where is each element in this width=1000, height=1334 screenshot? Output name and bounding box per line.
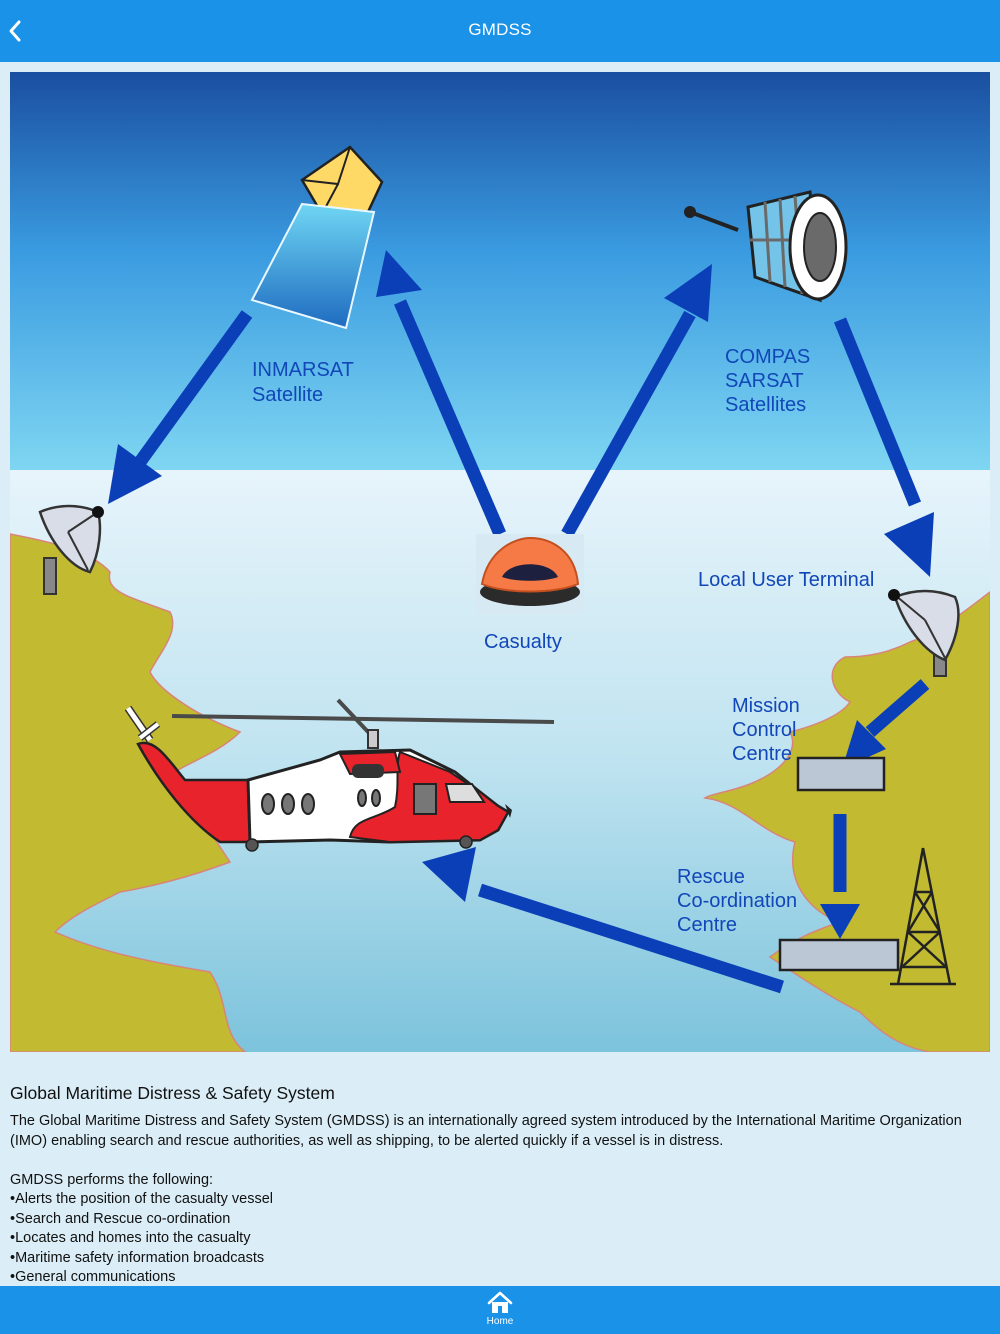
list-item: Search and Rescue co-ordination	[10, 1210, 990, 1230]
rescue-coordination-centre-box	[778, 938, 900, 972]
home-icon	[487, 1291, 513, 1313]
list-item: Alerts the position of the casualty vess…	[10, 1190, 990, 1210]
rescue-label-line1: Rescue	[677, 866, 745, 888]
arrow-lut-to-mcc	[865, 679, 930, 737]
arrow-compas-to-lut	[833, 317, 922, 507]
list-item: General communications	[10, 1268, 990, 1286]
tab-home[interactable]: Home	[470, 1288, 530, 1332]
compas-label-line2: SARSAT	[725, 370, 804, 392]
inmarsat-label-line1: INMARSAT	[252, 359, 354, 381]
tab-bar: Home	[0, 1286, 1000, 1334]
mission-label-line3: Centre	[732, 743, 792, 765]
rescue-label-line2: Co-ordination	[677, 890, 797, 912]
intro-paragraph: The Global Maritime Distress and Safety …	[10, 1113, 962, 1149]
casualty-life-raft-icon	[476, 534, 584, 614]
chevron-left-icon	[9, 20, 21, 42]
list-item: Maritime safety information broadcasts	[10, 1249, 990, 1269]
arrow-heads	[108, 250, 934, 939]
gmdss-diagram: INMARSAT Satellite COMPAS SARSAT Satelli…	[10, 72, 990, 1052]
compas-sarsat-satellite-icon	[684, 190, 848, 303]
back-button[interactable]	[2, 16, 32, 46]
helicopter-icon	[124, 698, 555, 852]
signal-arrows	[134, 299, 930, 994]
navigation-bar: GMDSS	[0, 0, 1000, 62]
list-title: GMDSS performs the following:	[10, 1171, 214, 1188]
function-list: Alerts the position of the casualty vess…	[10, 1190, 990, 1286]
earth-station-dish-icon	[38, 504, 104, 595]
land-right	[703, 591, 990, 1052]
tab-home-label: Home	[486, 1316, 514, 1327]
mission-label-line2: Control	[732, 719, 796, 741]
radio-tower-icon	[890, 847, 956, 986]
arrow-casualty-to-compas	[561, 310, 696, 538]
rescue-label-line3: Centre	[677, 914, 737, 936]
arrow-rcc-to-helicopter	[478, 883, 784, 994]
list-item: Locates and homes into the casualty	[10, 1229, 990, 1249]
casualty-label: Casualty	[484, 631, 562, 653]
page-title: GMDSS	[468, 20, 532, 39]
section-heading: Global Maritime Distress & Safety System	[10, 1083, 335, 1103]
inmarsat-satellite-icon	[250, 145, 384, 330]
local-user-terminal-label: Local User Terminal	[698, 569, 874, 591]
arrow-inmarsat-to-earth-station	[134, 310, 253, 466]
mission-control-centre-box	[796, 756, 886, 792]
description-section: Global Maritime Distress & Safety System…	[10, 1082, 990, 1286]
arrow-casualty-to-inmarsat	[394, 299, 506, 537]
local-user-terminal-dish-icon	[888, 589, 960, 677]
compas-label-line3: Satellites	[725, 394, 806, 416]
inmarsat-label-line2: Satellite	[252, 384, 323, 406]
mission-label-line1: Mission	[732, 695, 800, 717]
compas-label-line1: COMPAS	[725, 346, 810, 368]
